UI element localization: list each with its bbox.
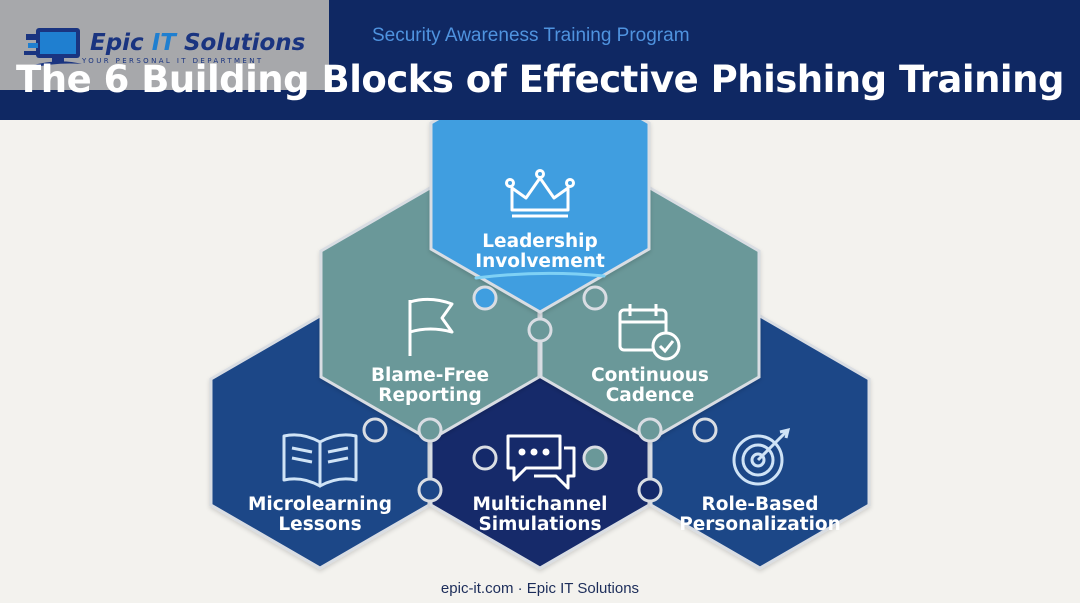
block-label-microlearning-1: Microlearning — [248, 494, 392, 515]
block-label-continuous-1: Continuous — [591, 365, 709, 386]
block-label-multichannel-2: Simulations — [478, 514, 601, 535]
calendar-check-icon — [618, 304, 681, 361]
block-label-multichannel-1: Multichannel — [473, 494, 608, 515]
brand-tagline: YOUR PERSONAL IT DEPARTMENT — [82, 57, 264, 65]
hexagon-puzzle-diagram: Leadership Involvement Blame-Free Report… — [209, 120, 871, 570]
footer-credit[interactable]: epic-it.com · Epic IT Solutions — [440, 580, 640, 597]
open-book-icon — [282, 433, 358, 488]
block-label-role-based-2: Personalization — [679, 514, 841, 535]
page-title: The 6 Building Blocks of Effective Phish… — [16, 58, 1064, 101]
chat-bubbles-icon — [506, 434, 576, 490]
program-subtitle: Security Awareness Training Program — [372, 25, 690, 46]
leadership-underline — [474, 271, 606, 280]
block-label-leadership-1: Leadership — [482, 231, 598, 252]
header-banner: Epic IT Solutions YOUR PERSONAL IT DEPAR… — [0, 0, 1080, 120]
block-label-role-based-1: Role-Based — [702, 494, 819, 515]
target-icon — [732, 427, 791, 486]
block-label-microlearning-2: Lessons — [278, 514, 361, 535]
block-label-blame-free-1: Blame-Free — [371, 365, 489, 386]
flag-icon — [408, 297, 454, 356]
logo[interactable]: Epic IT Solutions YOUR PERSONAL IT DEPAR… — [0, 0, 329, 90]
block-label-blame-free-2: Reporting — [378, 385, 481, 406]
block-label-continuous-2: Cadence — [606, 385, 695, 406]
monitor-logo-icon — [24, 28, 82, 68]
puzzle-tabs — [362, 285, 718, 503]
brand-name: Epic IT Solutions — [90, 30, 306, 56]
block-label-leadership-2: Involvement — [475, 251, 605, 272]
crown-icon — [505, 169, 575, 218]
